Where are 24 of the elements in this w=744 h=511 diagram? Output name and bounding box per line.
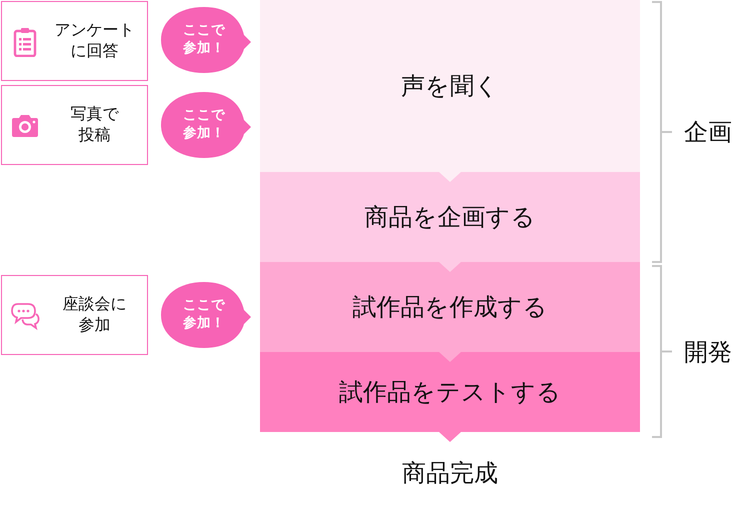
phase-label: 開発	[684, 336, 732, 368]
flow-arrow	[439, 432, 461, 442]
stage-band	[260, 0, 640, 172]
stage-label: 試作品を作成する	[352, 292, 548, 323]
bubble-text: ここで参加！	[182, 22, 226, 58]
stage-label: 声を聞く	[401, 71, 499, 102]
activity-label: 座談会に参加	[61, 294, 128, 336]
stage-band	[260, 172, 640, 262]
flow-arrow	[439, 352, 461, 362]
stage-band	[260, 352, 640, 432]
bubble-text: ここで参加！	[182, 107, 226, 143]
flow-arrow	[439, 172, 461, 182]
result-text: 商品完成	[402, 458, 498, 489]
activity-label: 写真で投稿	[69, 104, 120, 146]
bubble-text: ここで参加！	[182, 297, 226, 333]
activity-box	[1, 275, 148, 355]
phase-label: 企画	[684, 117, 732, 148]
flow-arrow	[439, 262, 461, 272]
activity-box	[1, 85, 148, 165]
stage-label: 商品を企画する	[364, 202, 536, 233]
activity-box	[1, 1, 148, 81]
stage-band	[260, 262, 640, 352]
stage-label: 試作品をテストする	[339, 377, 561, 408]
activity-label: アンケートに回答	[53, 20, 136, 62]
